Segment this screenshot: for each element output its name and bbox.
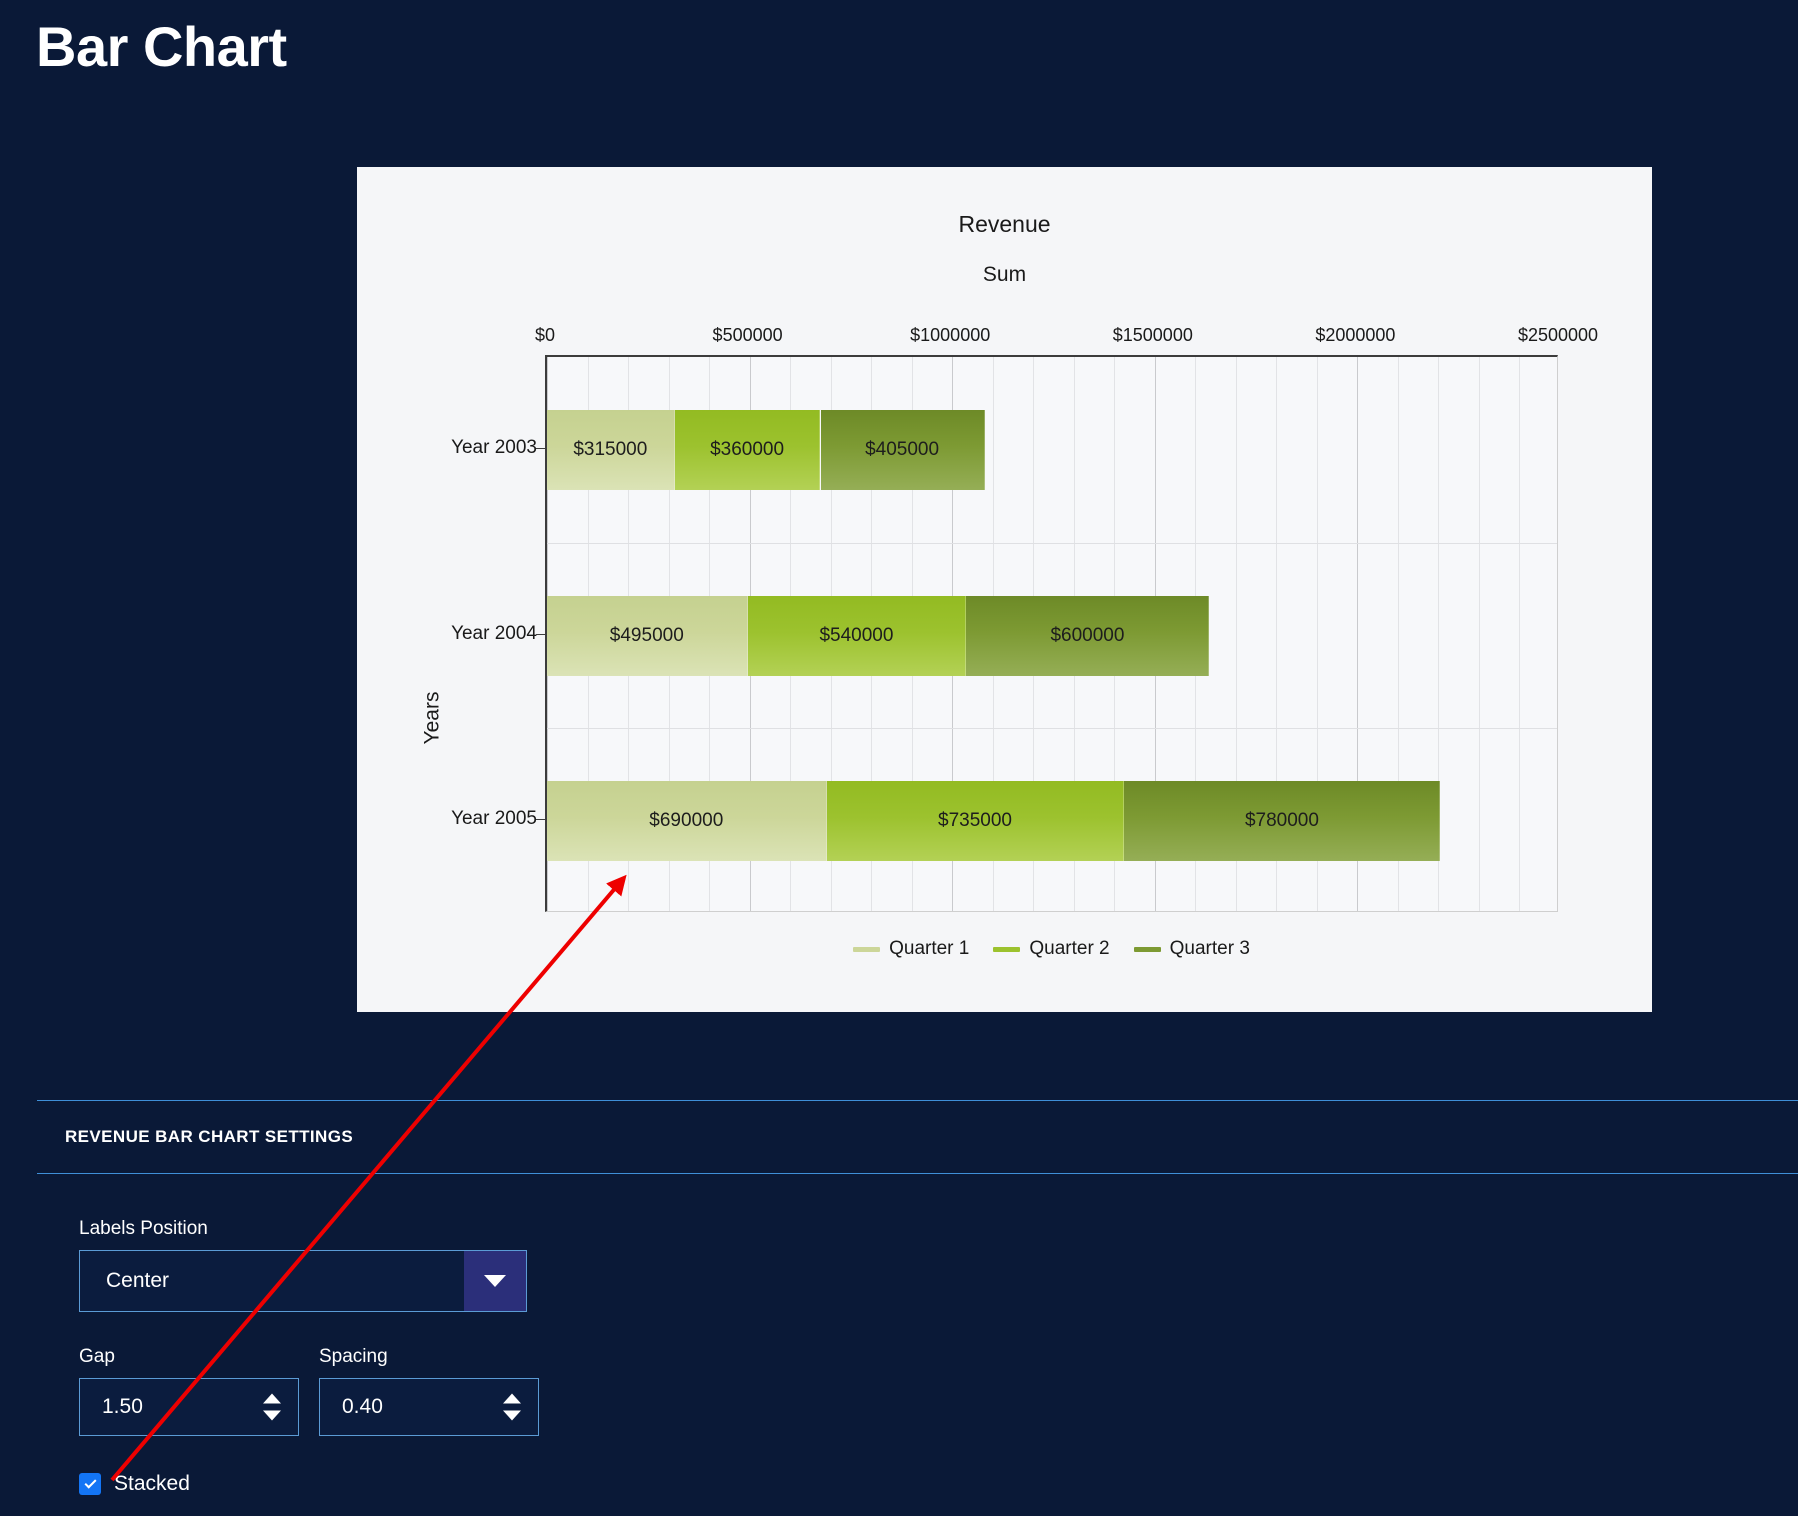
gridline-horizontal	[547, 728, 1557, 730]
chevron-down-icon[interactable]	[464, 1251, 526, 1311]
x-tick-label: $1500000	[1112, 325, 1193, 345]
page-title: Bar Chart	[36, 15, 287, 78]
gridline-minor	[1519, 357, 1521, 911]
y-tick-mark	[536, 819, 545, 821]
y-tick-mark	[536, 447, 545, 449]
chart-legend: Quarter 1 Quarter 2 Quarter 3	[545, 938, 1558, 960]
bar-row: $495000 $540000 $600000	[547, 595, 1557, 676]
legend-swatch	[993, 946, 1021, 952]
x-axis-title: Sum	[982, 263, 1027, 286]
bar-value-label: $540000	[819, 624, 894, 646]
settings-header-title: REVENUE BAR CHART SETTINGS	[65, 1127, 354, 1146]
spinner-down-icon[interactable]	[503, 1410, 521, 1421]
bar-row: $690000 $735000 $780000	[547, 781, 1557, 862]
labels-position-select[interactable]: Center	[79, 1250, 527, 1312]
legend-item[interactable]: Quarter 3	[1133, 938, 1250, 960]
plot-wrapper: Years $0$500000$1000000$1500000$2000000$…	[420, 325, 1598, 1080]
spacing-label: Spacing	[319, 1346, 388, 1367]
labels-position-label: Labels Position	[79, 1218, 208, 1239]
gridline-minor	[1478, 357, 1480, 911]
spacing-spinner[interactable]	[503, 1393, 521, 1421]
x-tick-label: $0	[534, 325, 556, 345]
legend-label: Quarter 2	[1029, 938, 1110, 959]
bar-segment[interactable]: $735000	[826, 781, 1125, 862]
gap-field: Gap 1.50	[79, 1346, 299, 1436]
bar-value-label: $780000	[1244, 810, 1319, 832]
labels-position-value: Center	[106, 1269, 170, 1292]
gridline-horizontal	[547, 542, 1557, 544]
x-tick-label: $1000000	[910, 325, 991, 345]
bar-segment[interactable]: $495000	[547, 595, 748, 676]
legend-label: Quarter 1	[889, 938, 970, 959]
chart-title: Revenue	[958, 211, 1051, 237]
bar-row: $315000 $360000 $405000	[547, 409, 1557, 490]
y-tick-mark	[536, 633, 545, 635]
gridline-minor	[1438, 357, 1440, 911]
legend-label: Quarter 3	[1169, 938, 1250, 959]
gridline-minor	[1316, 357, 1318, 911]
settings-body: Labels Position Center Gap 1.50 Spacing	[37, 1174, 1798, 1496]
gap-spinner[interactable]	[263, 1393, 281, 1421]
bar-value-label: $405000	[865, 438, 940, 460]
gridline-major	[1357, 357, 1359, 911]
x-axis-tick-labels: $0 $500000 $1000000 $1500000 $2000000 $250000…	[535, 325, 1598, 351]
spinner-up-icon[interactable]	[263, 1393, 281, 1404]
chart-panel: Revenue Sum Years $0 $500000 $1000000 $1500…	[357, 167, 1652, 1012]
x-tick-label: $2500000	[1517, 325, 1599, 345]
bar-segment[interactable]: $405000	[820, 409, 985, 490]
y-tick-label: Year 2003	[451, 436, 537, 458]
bar-value-label: $315000	[573, 438, 648, 460]
bar-segment[interactable]: $600000	[966, 595, 1210, 676]
bar-segment[interactable]: $315000	[547, 409, 675, 490]
spacing-field: Spacing 0.40	[319, 1346, 539, 1436]
bar-value-label: $735000	[938, 810, 1012, 832]
stacked-label: Stacked	[114, 1472, 190, 1495]
gridline-minor	[1397, 357, 1399, 911]
bar-segment[interactable]: $360000	[674, 409, 821, 490]
legend-item[interactable]: Quarter 1	[853, 938, 969, 960]
y-tick-label: Year 2005	[451, 808, 537, 830]
spinner-down-icon[interactable]	[263, 1410, 281, 1421]
bar-value-label: $495000	[609, 624, 684, 646]
gap-value: 1.50	[102, 1395, 143, 1418]
gridline-minor	[1235, 357, 1237, 911]
bar-value-label: $690000	[649, 810, 724, 832]
bar-value-label: $360000	[710, 438, 785, 460]
bar-segment[interactable]: $780000	[1124, 781, 1441, 862]
check-icon	[83, 1476, 97, 1489]
y-tick-label: Year 2004	[451, 622, 537, 644]
legend-swatch	[853, 946, 881, 952]
gridline-minor	[1276, 357, 1278, 911]
bar-segment[interactable]: $690000	[547, 781, 827, 862]
plot-area: $315000 $360000 $405000 $495000 $540000 $6000…	[545, 355, 1558, 912]
spacing-stepper[interactable]: 0.40	[319, 1378, 539, 1436]
settings-panel-header: REVENUE BAR CHART SETTINGS	[37, 1101, 1798, 1174]
legend-swatch	[1133, 946, 1161, 952]
x-tick-label: $500000	[712, 325, 783, 345]
y-axis-title: Years	[420, 691, 444, 744]
gap-stepper[interactable]: 1.50	[79, 1378, 299, 1436]
stacked-checkbox[interactable]	[79, 1473, 101, 1495]
numeric-settings-row: Gap 1.50 Spacing 0.40	[79, 1346, 1798, 1436]
bar-value-label: $600000	[1050, 624, 1125, 646]
bar-segment[interactable]: $540000	[747, 595, 967, 676]
spinner-up-icon[interactable]	[503, 1393, 521, 1404]
gap-label: Gap	[79, 1346, 115, 1367]
settings-panel: REVENUE BAR CHART SETTINGS Labels Positi…	[37, 1100, 1798, 1516]
spacing-value: 0.40	[342, 1395, 383, 1418]
x-tick-label: $2000000	[1315, 325, 1396, 345]
legend-item[interactable]: Quarter 2	[993, 938, 1110, 960]
stacked-checkbox-row[interactable]: Stacked	[79, 1472, 1798, 1496]
